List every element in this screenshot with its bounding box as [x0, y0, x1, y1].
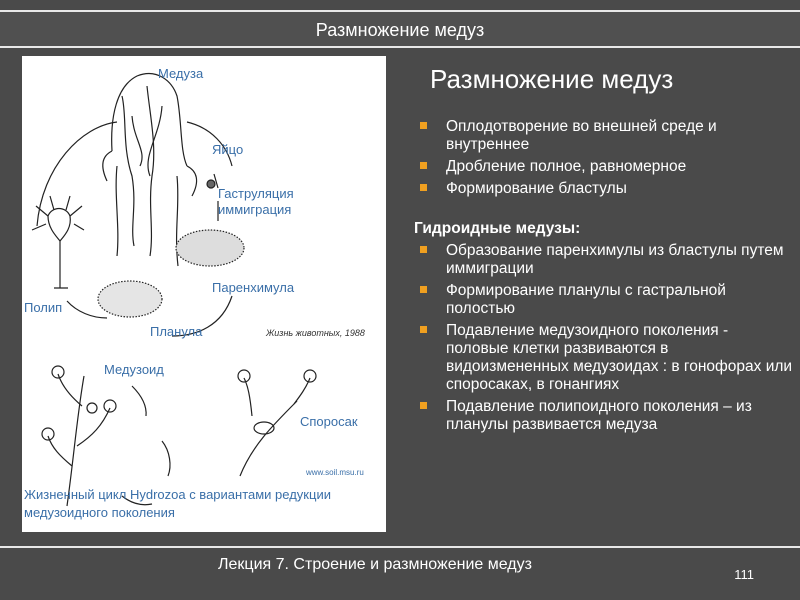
label-website: www.soil.msu.ru	[306, 468, 364, 477]
content-body: Оплодотворение во внешней среде и внутре…	[414, 118, 794, 438]
list-item: Подавление полипоидного поколения – из п…	[414, 398, 794, 434]
bullet-marker-icon	[420, 184, 427, 191]
bullet-text: Образование паренхимулы из бластулы путе…	[446, 242, 784, 277]
header-title: Размножение медуз	[315, 20, 485, 40]
figure-panel: Медуза Яйцо Гаструляция иммиграция Парен…	[22, 56, 386, 532]
label-gastrulation: Гаструляция иммиграция	[218, 186, 294, 217]
label-medusa: Медуза	[158, 66, 204, 81]
list-item: Оплодотворение во внешней среде и внутре…	[414, 118, 794, 154]
bullet-list-1: Оплодотворение во внешней среде и внутре…	[414, 118, 794, 198]
life-cycle-illustration	[31, 73, 317, 507]
label-source: Жизнь животных, 1988	[266, 328, 365, 338]
bullet-text: Подавление полипоидного поколения – из п…	[446, 398, 752, 433]
bullet-marker-icon	[420, 162, 427, 169]
label-medusoid: Медузоид	[104, 362, 164, 377]
list-item: Дробление полное, равномерное	[414, 158, 794, 176]
bullet-text: Формирование планулы с гастральной полос…	[446, 282, 726, 317]
footer-lecture: Лекция 7. Строение и размножение медуз	[218, 556, 532, 573]
bullet-marker-icon	[420, 122, 427, 129]
label-sporosac: Споросак	[300, 414, 358, 429]
main-title: Размножение медуз	[430, 64, 674, 94]
page-number: 111	[734, 567, 754, 582]
list-item: Подавление медузоидного поколения - поло…	[414, 322, 794, 394]
header-bar	[0, 10, 800, 48]
list-item: Образование паренхимулы из бластулы путе…	[414, 242, 794, 278]
bullet-marker-icon	[420, 326, 427, 333]
list-item: Формирование планулы с гастральной полос…	[414, 282, 794, 318]
label-parenchymula: Паренхимула	[212, 280, 295, 295]
bullet-marker-icon	[420, 286, 427, 293]
subheading: Гидроидные медузы:	[414, 220, 581, 237]
bullet-text: Дробление полное, равномерное	[446, 158, 687, 175]
bullet-text: Подавление медузоидного поколения - поло…	[446, 322, 793, 393]
bullet-marker-icon	[420, 246, 427, 253]
list-item: Формирование бластулы	[414, 180, 794, 198]
figure-caption: Жизненный цикл Hydrozoa с вариантами ред…	[24, 487, 331, 520]
label-polyp: Полип	[24, 300, 63, 315]
bullet-marker-icon	[420, 402, 427, 409]
label-egg: Яйцо	[212, 142, 244, 157]
bullet-text: Формирование бластулы	[446, 180, 627, 197]
bullet-text: Оплодотворение во внешней среде и внутре…	[446, 118, 717, 153]
bullet-list-2: Образование паренхимулы из бластулы путе…	[414, 242, 794, 434]
label-planula: Планула	[150, 324, 203, 339]
footer-divider	[0, 546, 800, 548]
